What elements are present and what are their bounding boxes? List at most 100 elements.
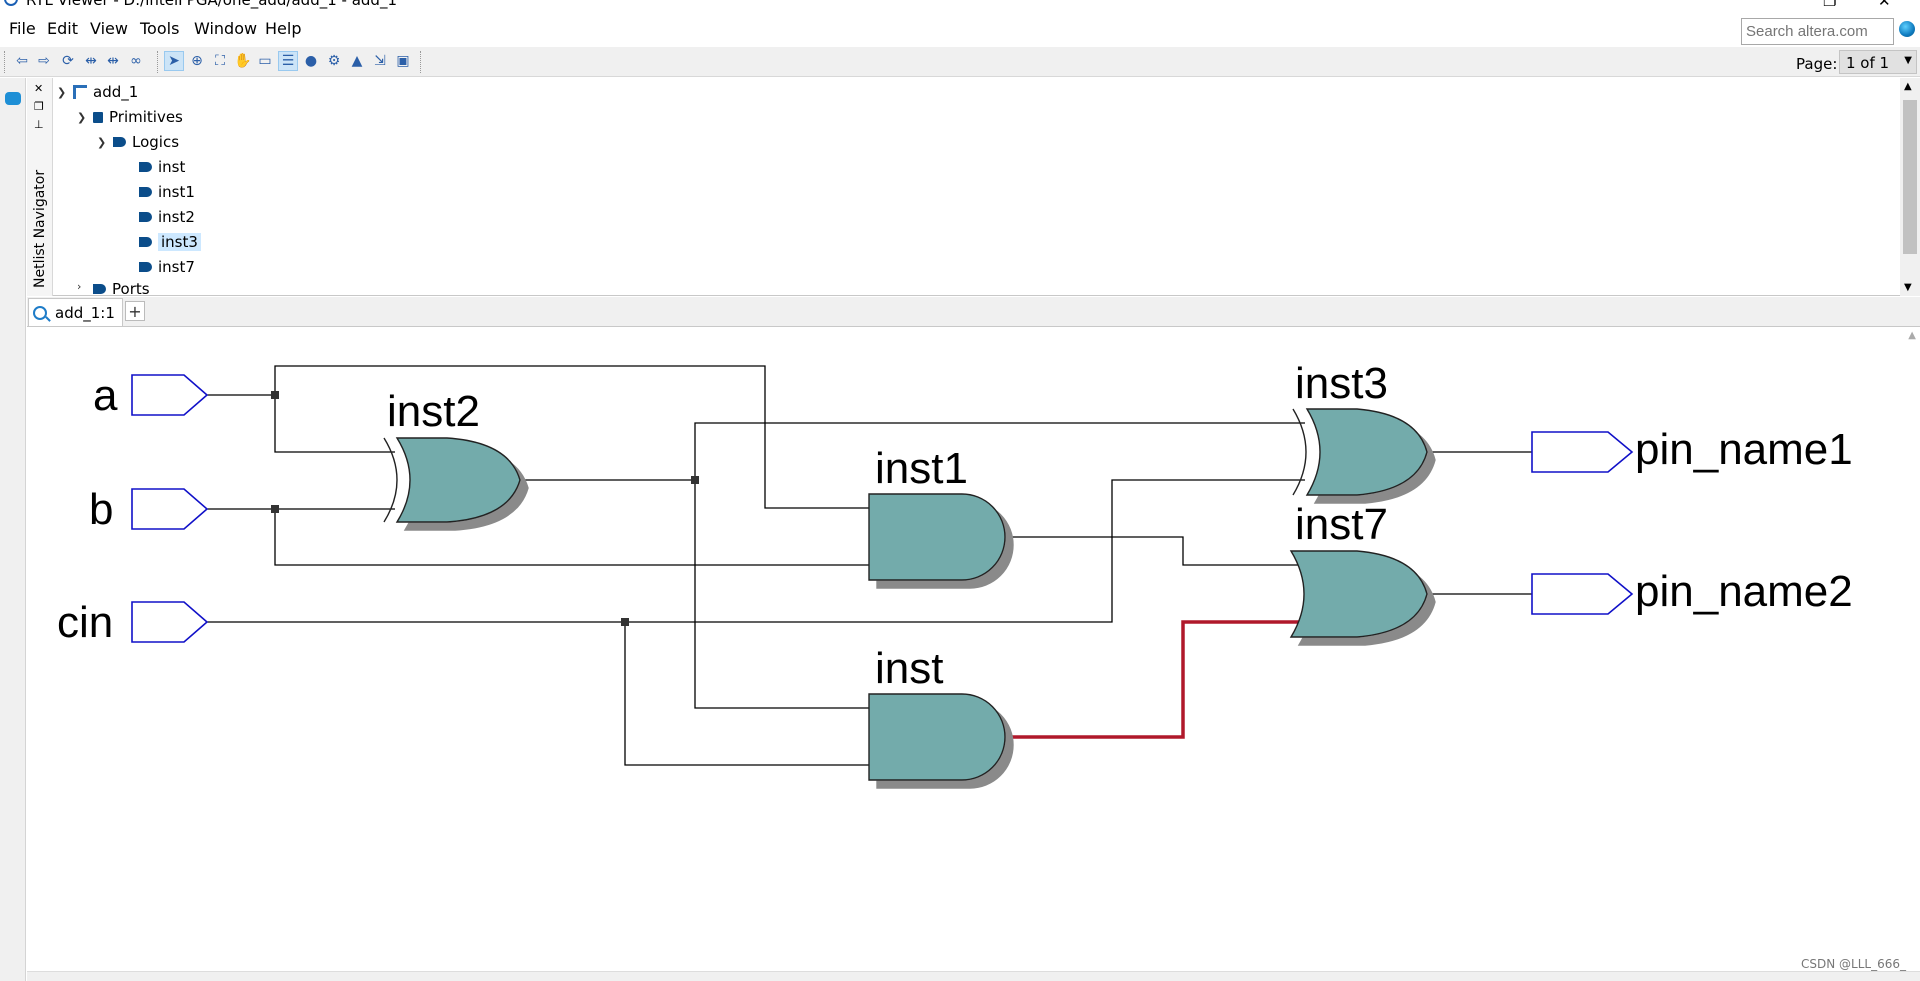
tree-item-inst3[interactable]: inst3 [139, 232, 201, 252]
title-bar: RTL Viewer - D:/intelFPGA/one_add/add_1 … [0, 0, 1920, 9]
menu-file[interactable]: File [9, 19, 36, 38]
primitive-icon [93, 111, 103, 123]
binoculars-icon[interactable]: ∞ [130, 53, 142, 69]
menu-window[interactable]: Window [194, 19, 258, 38]
gate-label-inst: inst [875, 644, 943, 693]
search-input[interactable] [1741, 18, 1894, 45]
input-pin-a[interactable] [131, 374, 209, 416]
float-panel-icon[interactable]: ❐ [34, 100, 44, 113]
gate-inst2-xor[interactable] [395, 437, 521, 523]
logic-gate-icon [139, 237, 152, 247]
page-label: Page: [1796, 55, 1838, 73]
chevron-down-icon: ▼ [1904, 55, 1912, 66]
scroll-down-icon[interactable]: ▼ [1904, 282, 1912, 293]
tree-root[interactable]: ❯ add_1 [57, 82, 138, 102]
app-icon [4, 0, 18, 6]
junctions [271, 391, 699, 626]
wire-inst2-inst3[interactable] [694, 422, 1305, 480]
navigator-side-controls: ✕ ❐ ⊥ Netlist Navigator [27, 78, 53, 296]
refresh-icon[interactable]: ⟳ [62, 53, 74, 69]
globe-icon[interactable] [1899, 21, 1915, 37]
hand-pan-icon[interactable]: ✋ [234, 53, 252, 69]
navigator-scrollbar[interactable]: ▲ ▼ [1900, 78, 1920, 296]
new-tab-button[interactable]: + [125, 301, 145, 321]
tree-item-inst[interactable]: inst [139, 157, 185, 177]
chevron-down-icon[interactable]: ❯ [77, 110, 87, 124]
input-pin-b[interactable] [131, 488, 209, 530]
scrollbar-thumb[interactable] [1903, 100, 1917, 254]
output-pin-pin-name2[interactable] [1531, 573, 1634, 615]
view-icon[interactable]: ▣ [396, 53, 410, 69]
logic-gate-icon [139, 262, 152, 272]
tab-add-1[interactable]: add_1:1 [28, 298, 123, 326]
tree-ports[interactable]: › Ports [77, 280, 150, 296]
close-icon[interactable]: ✕ [1878, 0, 1891, 9]
split-left-icon[interactable]: ⇹ [85, 53, 97, 69]
output-pin-pin-name1[interactable] [1531, 431, 1634, 473]
close-panel-icon[interactable]: ✕ [34, 82, 44, 95]
messages-icon[interactable] [5, 92, 21, 105]
gate-inst7-or[interactable] [1289, 550, 1428, 638]
tree-logics[interactable]: ❯ Logics [97, 132, 179, 152]
tree-item-label: inst1 [158, 183, 195, 201]
logic-gate-icon [113, 137, 126, 147]
tree-item-label: inst3 [158, 233, 201, 251]
wire-inst1-inst7[interactable] [1010, 536, 1305, 566]
forward-icon[interactable]: ⇨ [38, 53, 50, 69]
gate-inst-and[interactable] [868, 693, 1006, 781]
chevron-down-icon[interactable]: ❯ [97, 135, 107, 149]
tree-item-inst7[interactable]: inst7 [139, 257, 195, 277]
pin-panel-icon[interactable]: ⊥ [34, 118, 44, 131]
tree-primitives[interactable]: ❯ Primitives [77, 107, 183, 127]
filter-icon[interactable]: ▲ [351, 53, 363, 69]
input-pin-cin[interactable] [131, 601, 209, 643]
select-area-icon[interactable]: ▭ [258, 53, 272, 69]
logic-gate-icon [139, 187, 152, 197]
menu-help[interactable]: Help [265, 19, 302, 38]
select-pointer-icon[interactable]: ➤ [164, 51, 184, 71]
output-pins [1531, 431, 1634, 615]
split-right-icon[interactable]: ⇹ [107, 53, 119, 69]
menu-bar: File Edit View Tools Window Help [0, 13, 1920, 43]
gate-label-inst7: inst7 [1295, 500, 1388, 549]
gate-inst3-xor[interactable] [1305, 408, 1428, 496]
tree-item-inst1[interactable]: inst1 [139, 182, 195, 202]
fit-window-icon[interactable]: ⛶ [215, 53, 225, 69]
zoom-icon[interactable]: ⊕ [191, 53, 203, 69]
export-icon[interactable]: ⇲ [374, 53, 386, 69]
wire-a-inst2[interactable] [274, 395, 395, 453]
page-select[interactable]: 1 of 1 ▼ [1839, 50, 1917, 74]
wire-inst2-inst[interactable] [694, 480, 869, 709]
menu-tools[interactable]: Tools [140, 19, 180, 38]
color-icon[interactable]: ● [304, 53, 318, 69]
wire-cin-inst3[interactable] [207, 479, 1305, 623]
wire-b-inst1[interactable] [274, 509, 869, 566]
scroll-up-icon[interactable]: ▲ [1908, 330, 1916, 341]
wire-cin-inst[interactable] [624, 622, 869, 766]
scroll-up-icon[interactable]: ▲ [1904, 81, 1912, 92]
menu-edit[interactable]: Edit [47, 19, 78, 38]
gate-inst1-and[interactable] [868, 493, 1006, 581]
tree-item-label: inst7 [158, 258, 195, 276]
schematic-diagram[interactable]: a b cin pin_name1 pin_name2 inst2 inst1 … [27, 328, 1920, 971]
restore-icon[interactable]: ❐ [1823, 0, 1837, 9]
tree-item-label: inst [158, 158, 186, 176]
watermark: CSDN @LLL_666_ [1801, 957, 1906, 971]
settings-icon[interactable]: ⚙ [327, 53, 341, 69]
hierarchy-icon[interactable]: ☰ [278, 51, 298, 71]
junction [691, 476, 699, 484]
hierarchy-node-icon [73, 85, 87, 99]
schematic-canvas[interactable]: a b cin pin_name1 pin_name2 inst2 inst1 … [27, 328, 1920, 971]
horizontal-scrollbar[interactable] [27, 971, 1920, 981]
wire-a-inst1[interactable] [274, 365, 869, 509]
navigator-title: Netlist Navigator [32, 169, 48, 288]
menu-view[interactable]: View [90, 19, 128, 38]
wires [207, 365, 1532, 766]
back-icon[interactable]: ⇦ [16, 53, 28, 69]
junction [621, 618, 629, 626]
tree-item-inst2[interactable]: inst2 [139, 207, 195, 227]
chevron-down-icon[interactable]: ❯ [57, 85, 67, 99]
chevron-right-icon[interactable]: › [77, 280, 82, 293]
wire-inst-inst7-highlighted[interactable] [1010, 620, 1305, 739]
toolbar: ⇦ ⇨ ⟳ ⇹ ⇹ ∞ ➤ ⊕ ⛶ ✋ ▭ ☰ ● ⚙ ▲ ⇲ ▣ Page: … [0, 47, 1920, 77]
